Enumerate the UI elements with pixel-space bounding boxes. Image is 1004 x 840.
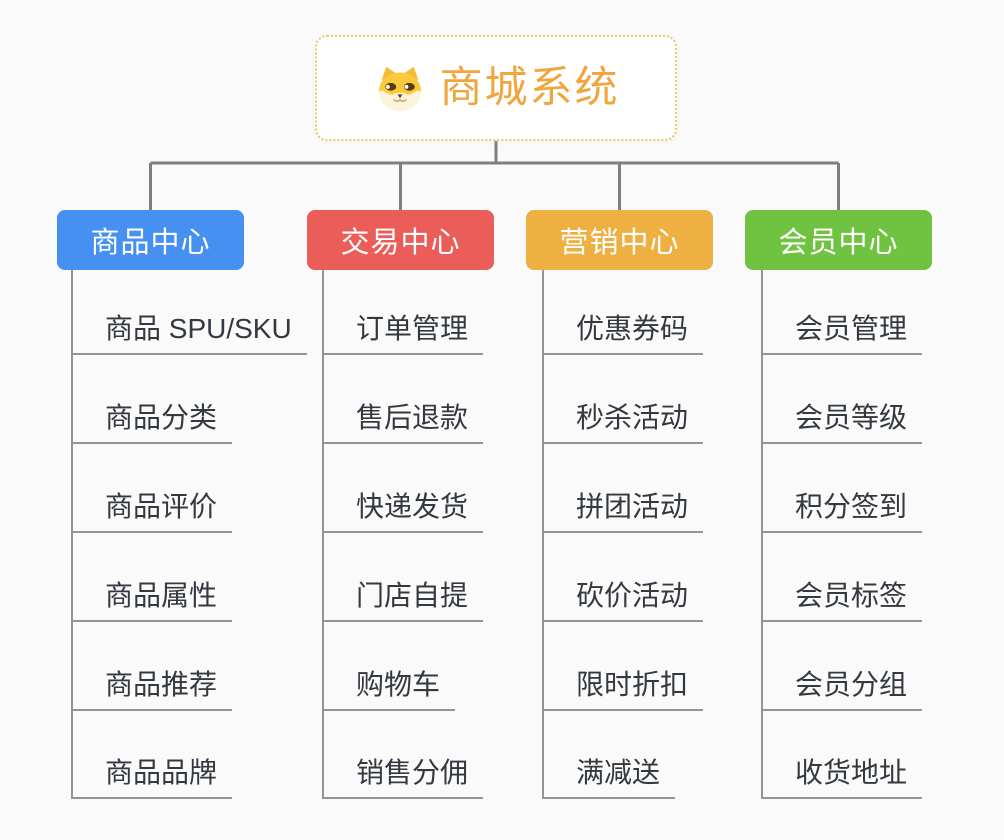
leaf-node[interactable]: 商品推荐 — [72, 661, 233, 711]
leaf-node[interactable]: 销售分佣 — [323, 749, 484, 799]
branch-label: 会员中心 — [778, 227, 899, 259]
leaf-node[interactable]: 商品品牌 — [72, 749, 233, 799]
leaf-node[interactable]: 拼团活动 — [543, 483, 704, 533]
leaf-node[interactable]: 商品属性 — [72, 572, 233, 622]
leaf-node[interactable]: 会员分组 — [762, 661, 923, 711]
leaf-node[interactable]: 商品评价 — [72, 483, 233, 533]
leaf-node[interactable]: 收货地址 — [762, 749, 923, 799]
leaf-node[interactable]: 优惠券码 — [543, 305, 704, 355]
leaf-node[interactable]: 商品分类 — [72, 394, 233, 444]
branch-label: 交易中心 — [340, 227, 461, 259]
leaf-node[interactable]: 满减送 — [543, 749, 676, 799]
leaf-node[interactable]: 秒杀活动 — [543, 394, 704, 444]
leaf-node[interactable]: 积分签到 — [762, 483, 923, 533]
branch-node-trade-center[interactable]: 交易中心 — [307, 210, 494, 270]
leaf-node[interactable]: 购物车 — [323, 661, 456, 711]
leaf-node[interactable]: 限时折扣 — [543, 661, 704, 711]
leaf-node[interactable]: 商品 SPU/SKU — [72, 305, 307, 355]
branch-node-product-center[interactable]: 商品中心 — [57, 210, 244, 270]
leaf-node[interactable]: 订单管理 — [323, 305, 484, 355]
leaf-node[interactable]: 售后退款 — [323, 394, 484, 444]
branch-node-member-center[interactable]: 会员中心 — [745, 210, 932, 270]
leaf-node[interactable]: 会员管理 — [762, 305, 923, 355]
shiba-dog-icon — [378, 66, 421, 111]
leaf-node[interactable]: 砍价活动 — [543, 572, 704, 622]
leaf-node[interactable]: 会员标签 — [762, 572, 923, 622]
leaf-node[interactable]: 快递发货 — [323, 483, 484, 533]
branch-node-marketing-center[interactable]: 营销中心 — [526, 210, 713, 270]
root-title: 商城系统 — [439, 63, 620, 112]
branch-label: 营销中心 — [559, 227, 680, 259]
root-node-mall-system[interactable]: 商城系统 — [315, 35, 677, 141]
branch-label: 商品中心 — [90, 227, 211, 259]
leaf-node[interactable]: 会员等级 — [762, 394, 923, 444]
leaf-node[interactable]: 门店自提 — [323, 572, 484, 622]
